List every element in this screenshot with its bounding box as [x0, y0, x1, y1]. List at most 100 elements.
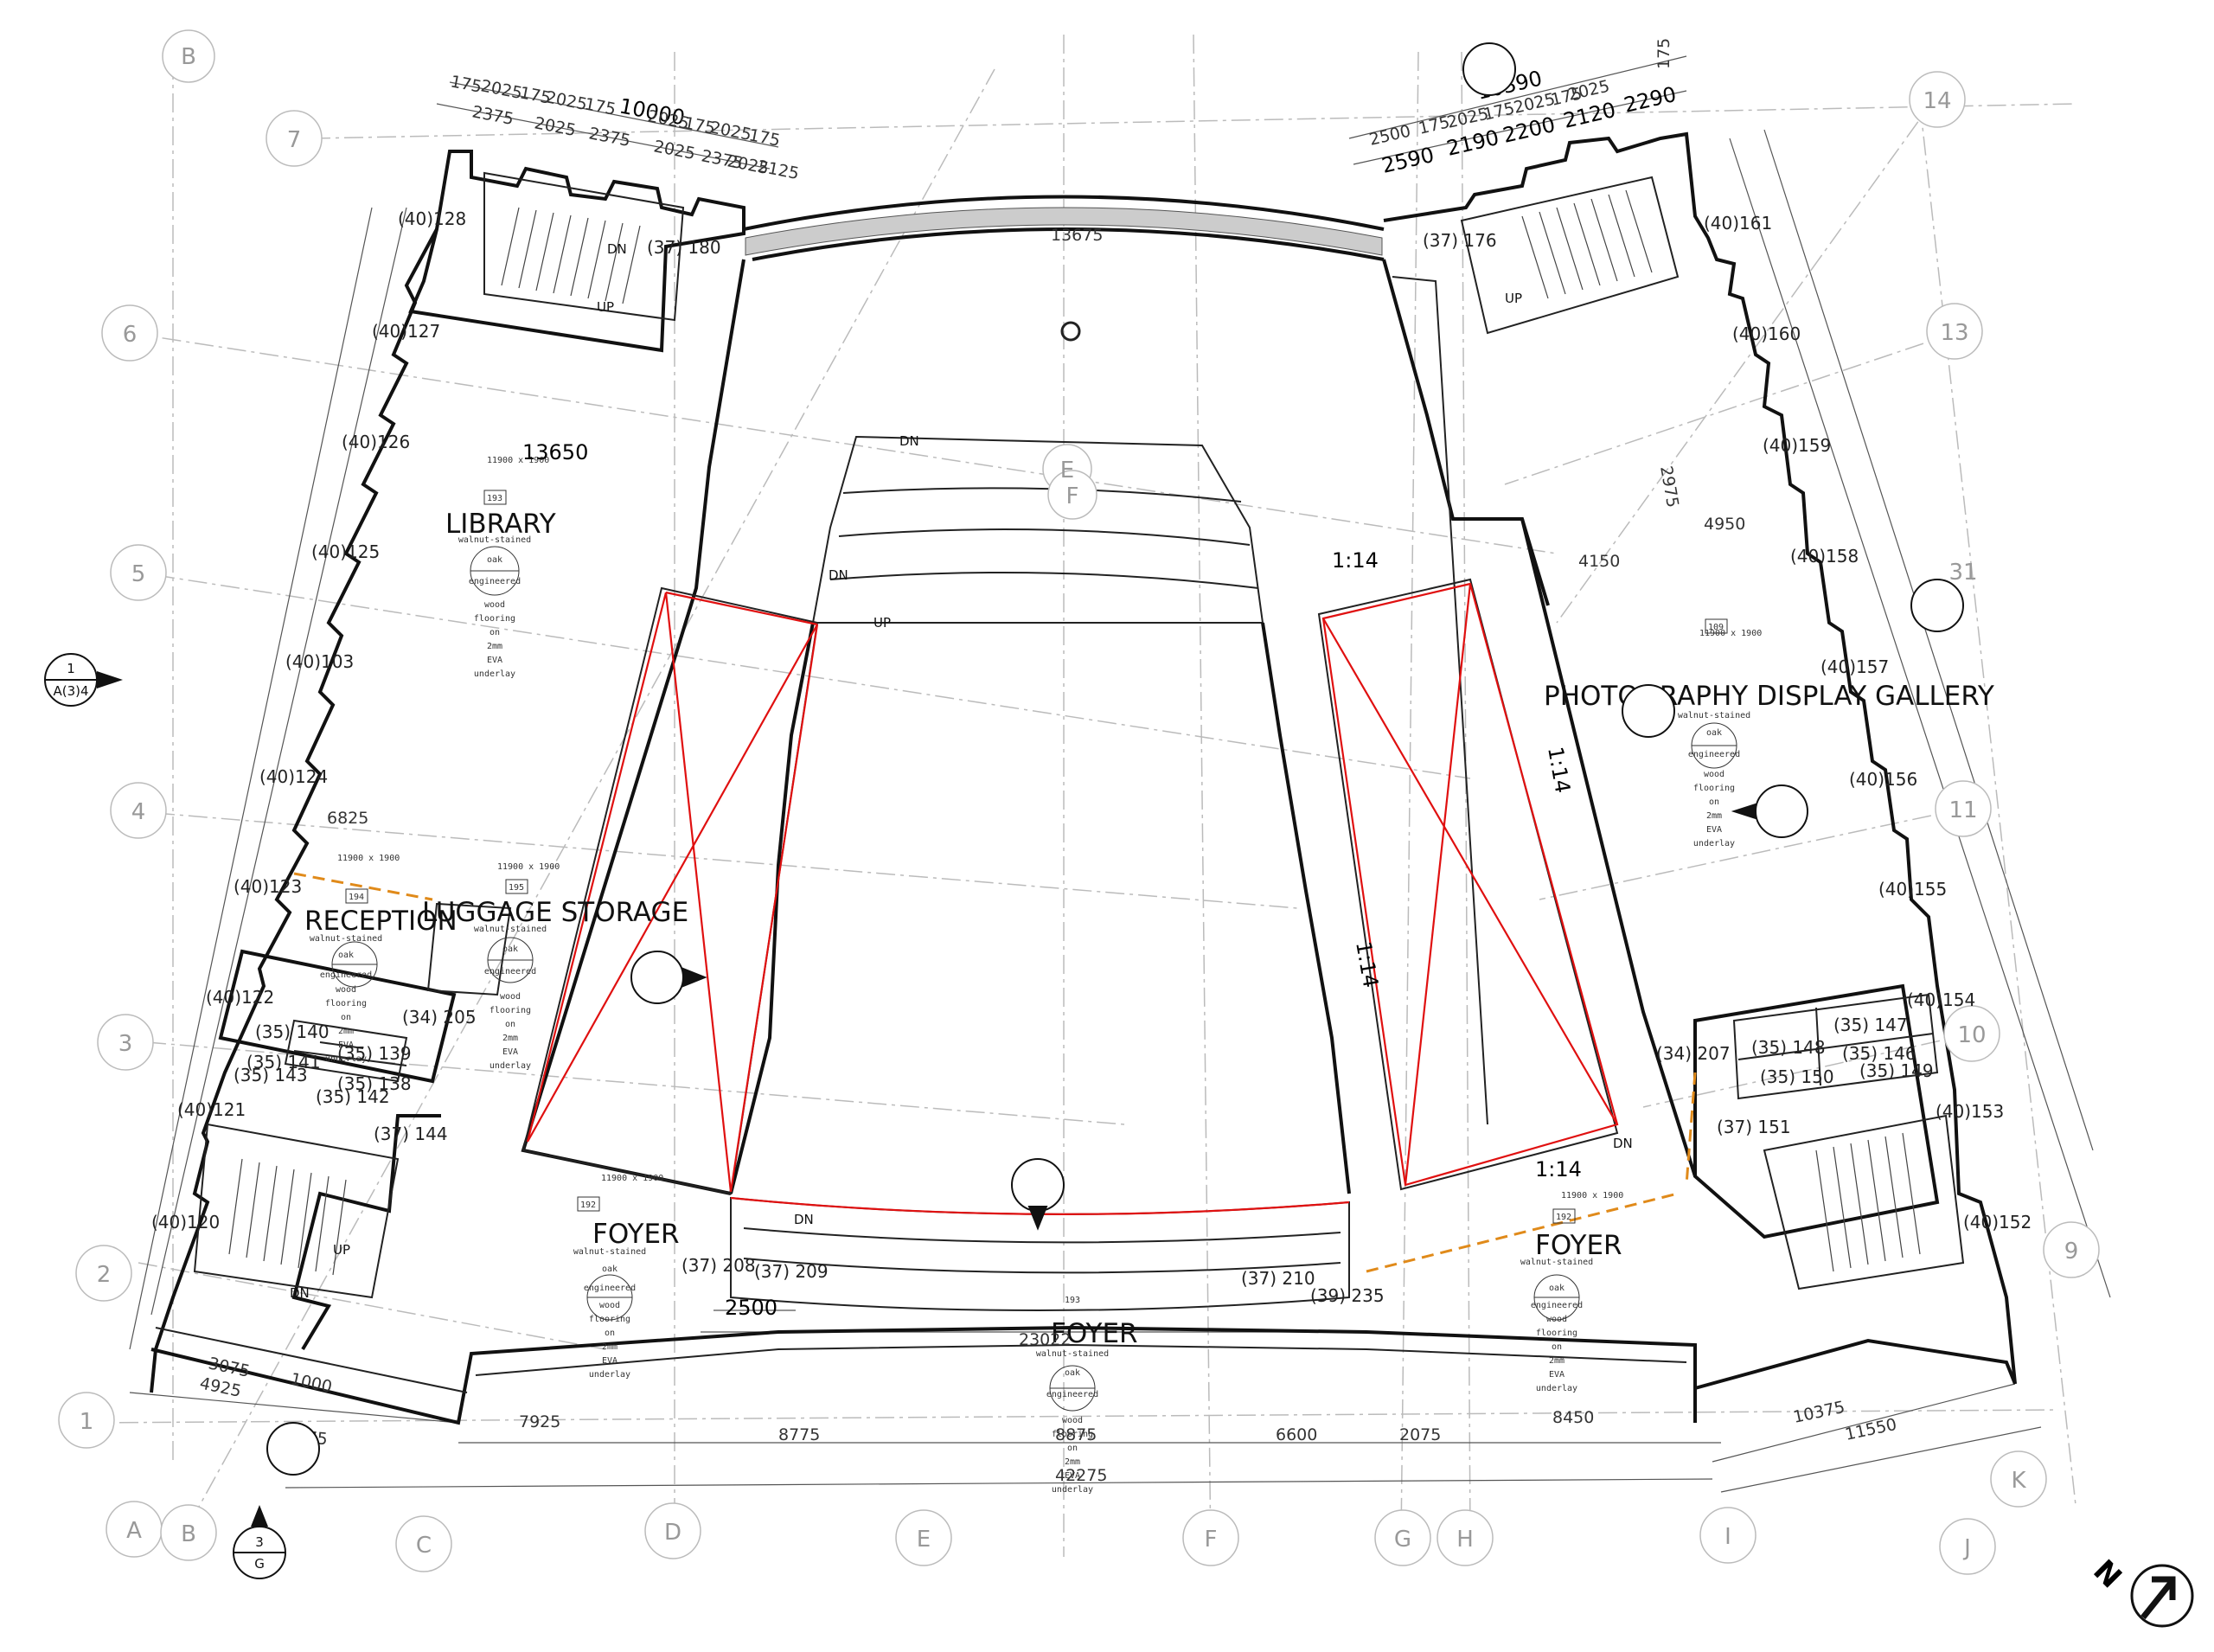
svg-text:on: on: [1067, 1444, 1078, 1453]
svg-text:(40)123: (40)123: [234, 876, 302, 897]
svg-text:2375: 2375: [470, 102, 515, 129]
svg-text:(37) 208: (37) 208: [681, 1255, 756, 1276]
svg-text:(40)126: (40)126: [342, 432, 410, 452]
window-tags-right: (40)161 (40)160 (40)159 (40)158 (40)157 …: [1704, 213, 2032, 1233]
svg-text:on: on: [1552, 1342, 1562, 1352]
grid-label-C: C: [416, 1533, 432, 1559]
svg-text:(35) 150: (35) 150: [1760, 1066, 1834, 1087]
grid-bubbles: [58, 29, 2100, 1575]
room-photography-gallery: PHOTOGRAPHY DISPLAY GALLERY: [1544, 681, 1994, 712]
grid-label-9: 9: [2064, 1239, 2079, 1265]
svg-text:175: 175: [1654, 38, 1673, 69]
svg-text:8875: 8875: [1055, 1425, 1097, 1444]
room-luggage-storage: LUGGAGE STORAGE: [422, 897, 688, 928]
svg-text:G: G: [254, 1556, 265, 1572]
finish-tag-foyer-right: 192 walnut-stained oak engineered wood f…: [1520, 1208, 1593, 1393]
svg-text:(40)124: (40)124: [259, 766, 328, 787]
svg-text:2mm: 2mm: [338, 1027, 354, 1036]
finish-tag-reception: 194 walnut-stained oak engineered wood f…: [310, 888, 382, 1064]
grid-label-7: 7: [287, 127, 302, 153]
svg-text:(35) 147: (35) 147: [1833, 1015, 1908, 1035]
svg-text:oak: oak: [487, 555, 502, 565]
svg-text:wood: wood: [500, 992, 521, 1002]
room-foyer-left: FOYER: [592, 1219, 680, 1250]
svg-text:13675: 13675: [1051, 226, 1103, 245]
svg-text:3: 3: [255, 1534, 264, 1550]
svg-text:A(3)4: A(3)4: [53, 683, 88, 699]
svg-text:1:14: 1:14: [1351, 939, 1383, 989]
svg-text:(35) 149: (35) 149: [1859, 1060, 1934, 1081]
svg-text:42275: 42275: [1055, 1466, 1107, 1485]
svg-text:EVA: EVA: [602, 1356, 617, 1366]
svg-text:DN: DN: [829, 567, 848, 583]
svg-text:(40)103: (40)103: [285, 651, 354, 672]
svg-text:engineered: engineered: [469, 577, 521, 586]
grid-label-K: K: [2011, 1468, 2026, 1494]
svg-text:flooring: flooring: [1536, 1329, 1577, 1338]
grid-label-A: A: [126, 1518, 142, 1544]
svg-text:on: on: [1709, 797, 1719, 807]
svg-text:6600: 6600: [1276, 1425, 1317, 1444]
svg-text:DN: DN: [1613, 1136, 1633, 1151]
svg-text:EVA: EVA: [1706, 825, 1722, 835]
svg-text:11900 x 1900: 11900 x 1900: [1561, 1191, 1623, 1201]
grid-label-1: 1: [80, 1409, 94, 1435]
svg-text:2025: 2025: [652, 137, 697, 163]
svg-text:8450: 8450: [1552, 1408, 1594, 1427]
red-void-crosses: [526, 582, 1619, 1215]
grid-label-F-top: F: [1066, 483, 1079, 509]
section-marker-1: 1 A(3)4: [44, 653, 123, 707]
svg-text:UP: UP: [597, 299, 614, 315]
svg-text:wood: wood: [484, 600, 505, 610]
svg-text:(37) 144: (37) 144: [374, 1124, 448, 1144]
svg-text:2mm: 2mm: [502, 1034, 518, 1043]
svg-text:193: 193: [1065, 1296, 1080, 1305]
room-reception: RECEPTION: [304, 906, 458, 937]
svg-text:(35) 148: (35) 148: [1751, 1037, 1826, 1058]
svg-text:195: 195: [509, 883, 524, 893]
finish-tag-library: 193 walnut-stained oak engineered wood f…: [458, 490, 531, 679]
door-tags: (37) 180 (37) 176 (34) 205 (37) 144 (37)…: [234, 230, 1934, 1306]
svg-text:wood: wood: [1704, 770, 1724, 779]
svg-text:(35) 146: (35) 146: [1842, 1043, 1916, 1064]
svg-text:underlay: underlay: [589, 1370, 630, 1380]
svg-text:UP: UP: [873, 615, 891, 631]
svg-text:walnut-stained: walnut-stained: [474, 925, 547, 934]
svg-text:walnut-stained: walnut-stained: [1678, 711, 1750, 720]
svg-text:DN: DN: [607, 241, 627, 257]
svg-text:engineered: engineered: [1046, 1390, 1098, 1399]
svg-text:(39) 235: (39) 235: [1310, 1285, 1385, 1306]
grid-label-F: F: [1205, 1527, 1218, 1553]
top-dimensions-right: 10390 2500 175 2025 175 2025 175 2025 17…: [1367, 38, 1679, 178]
grid-label-G: G: [1394, 1527, 1411, 1553]
svg-text:(40)122: (40)122: [206, 987, 274, 1008]
bottom-dimensions: 7925 8775 8875 6600 2075 8450 42275 1117…: [198, 1354, 1898, 1485]
svg-text:DN: DN: [899, 433, 919, 449]
svg-text:(34) 205: (34) 205: [402, 1007, 477, 1028]
grid-number-labels-right: 14 13 31 11 10 9: [1923, 88, 2078, 1265]
svg-text:(40)128: (40)128: [398, 208, 466, 229]
svg-text:underlay: underlay: [1693, 839, 1735, 848]
svg-text:(40)160: (40)160: [1732, 323, 1801, 344]
svg-text:flooring: flooring: [1693, 784, 1735, 793]
svg-text:2375: 2375: [587, 124, 632, 150]
svg-text:on: on: [605, 1329, 615, 1338]
north-arrow: N: [2086, 1553, 2194, 1628]
svg-text:2mm: 2mm: [1549, 1356, 1565, 1366]
svg-text:underlay: underlay: [1536, 1384, 1577, 1393]
svg-text:UP: UP: [333, 1242, 350, 1258]
svg-text:(35) 140: (35) 140: [255, 1021, 330, 1042]
svg-text:EVA: EVA: [338, 1041, 354, 1050]
svg-text:2590: 2590: [1379, 143, 1437, 178]
svg-text:11900 x 1900: 11900 x 1900: [487, 456, 549, 465]
svg-text:1:14: 1:14: [1332, 548, 1379, 573]
grid-label-H: H: [1456, 1527, 1474, 1553]
building-walls: [150, 131, 2017, 1425]
grid-label-I: I: [1724, 1524, 1731, 1550]
svg-text:(40)125: (40)125: [311, 541, 380, 562]
svg-text:(40)121: (40)121: [177, 1099, 246, 1120]
svg-text:(35) 138: (35) 138: [337, 1073, 412, 1094]
elevation-markers: [266, 42, 1964, 1476]
svg-text:7925: 7925: [519, 1412, 560, 1431]
